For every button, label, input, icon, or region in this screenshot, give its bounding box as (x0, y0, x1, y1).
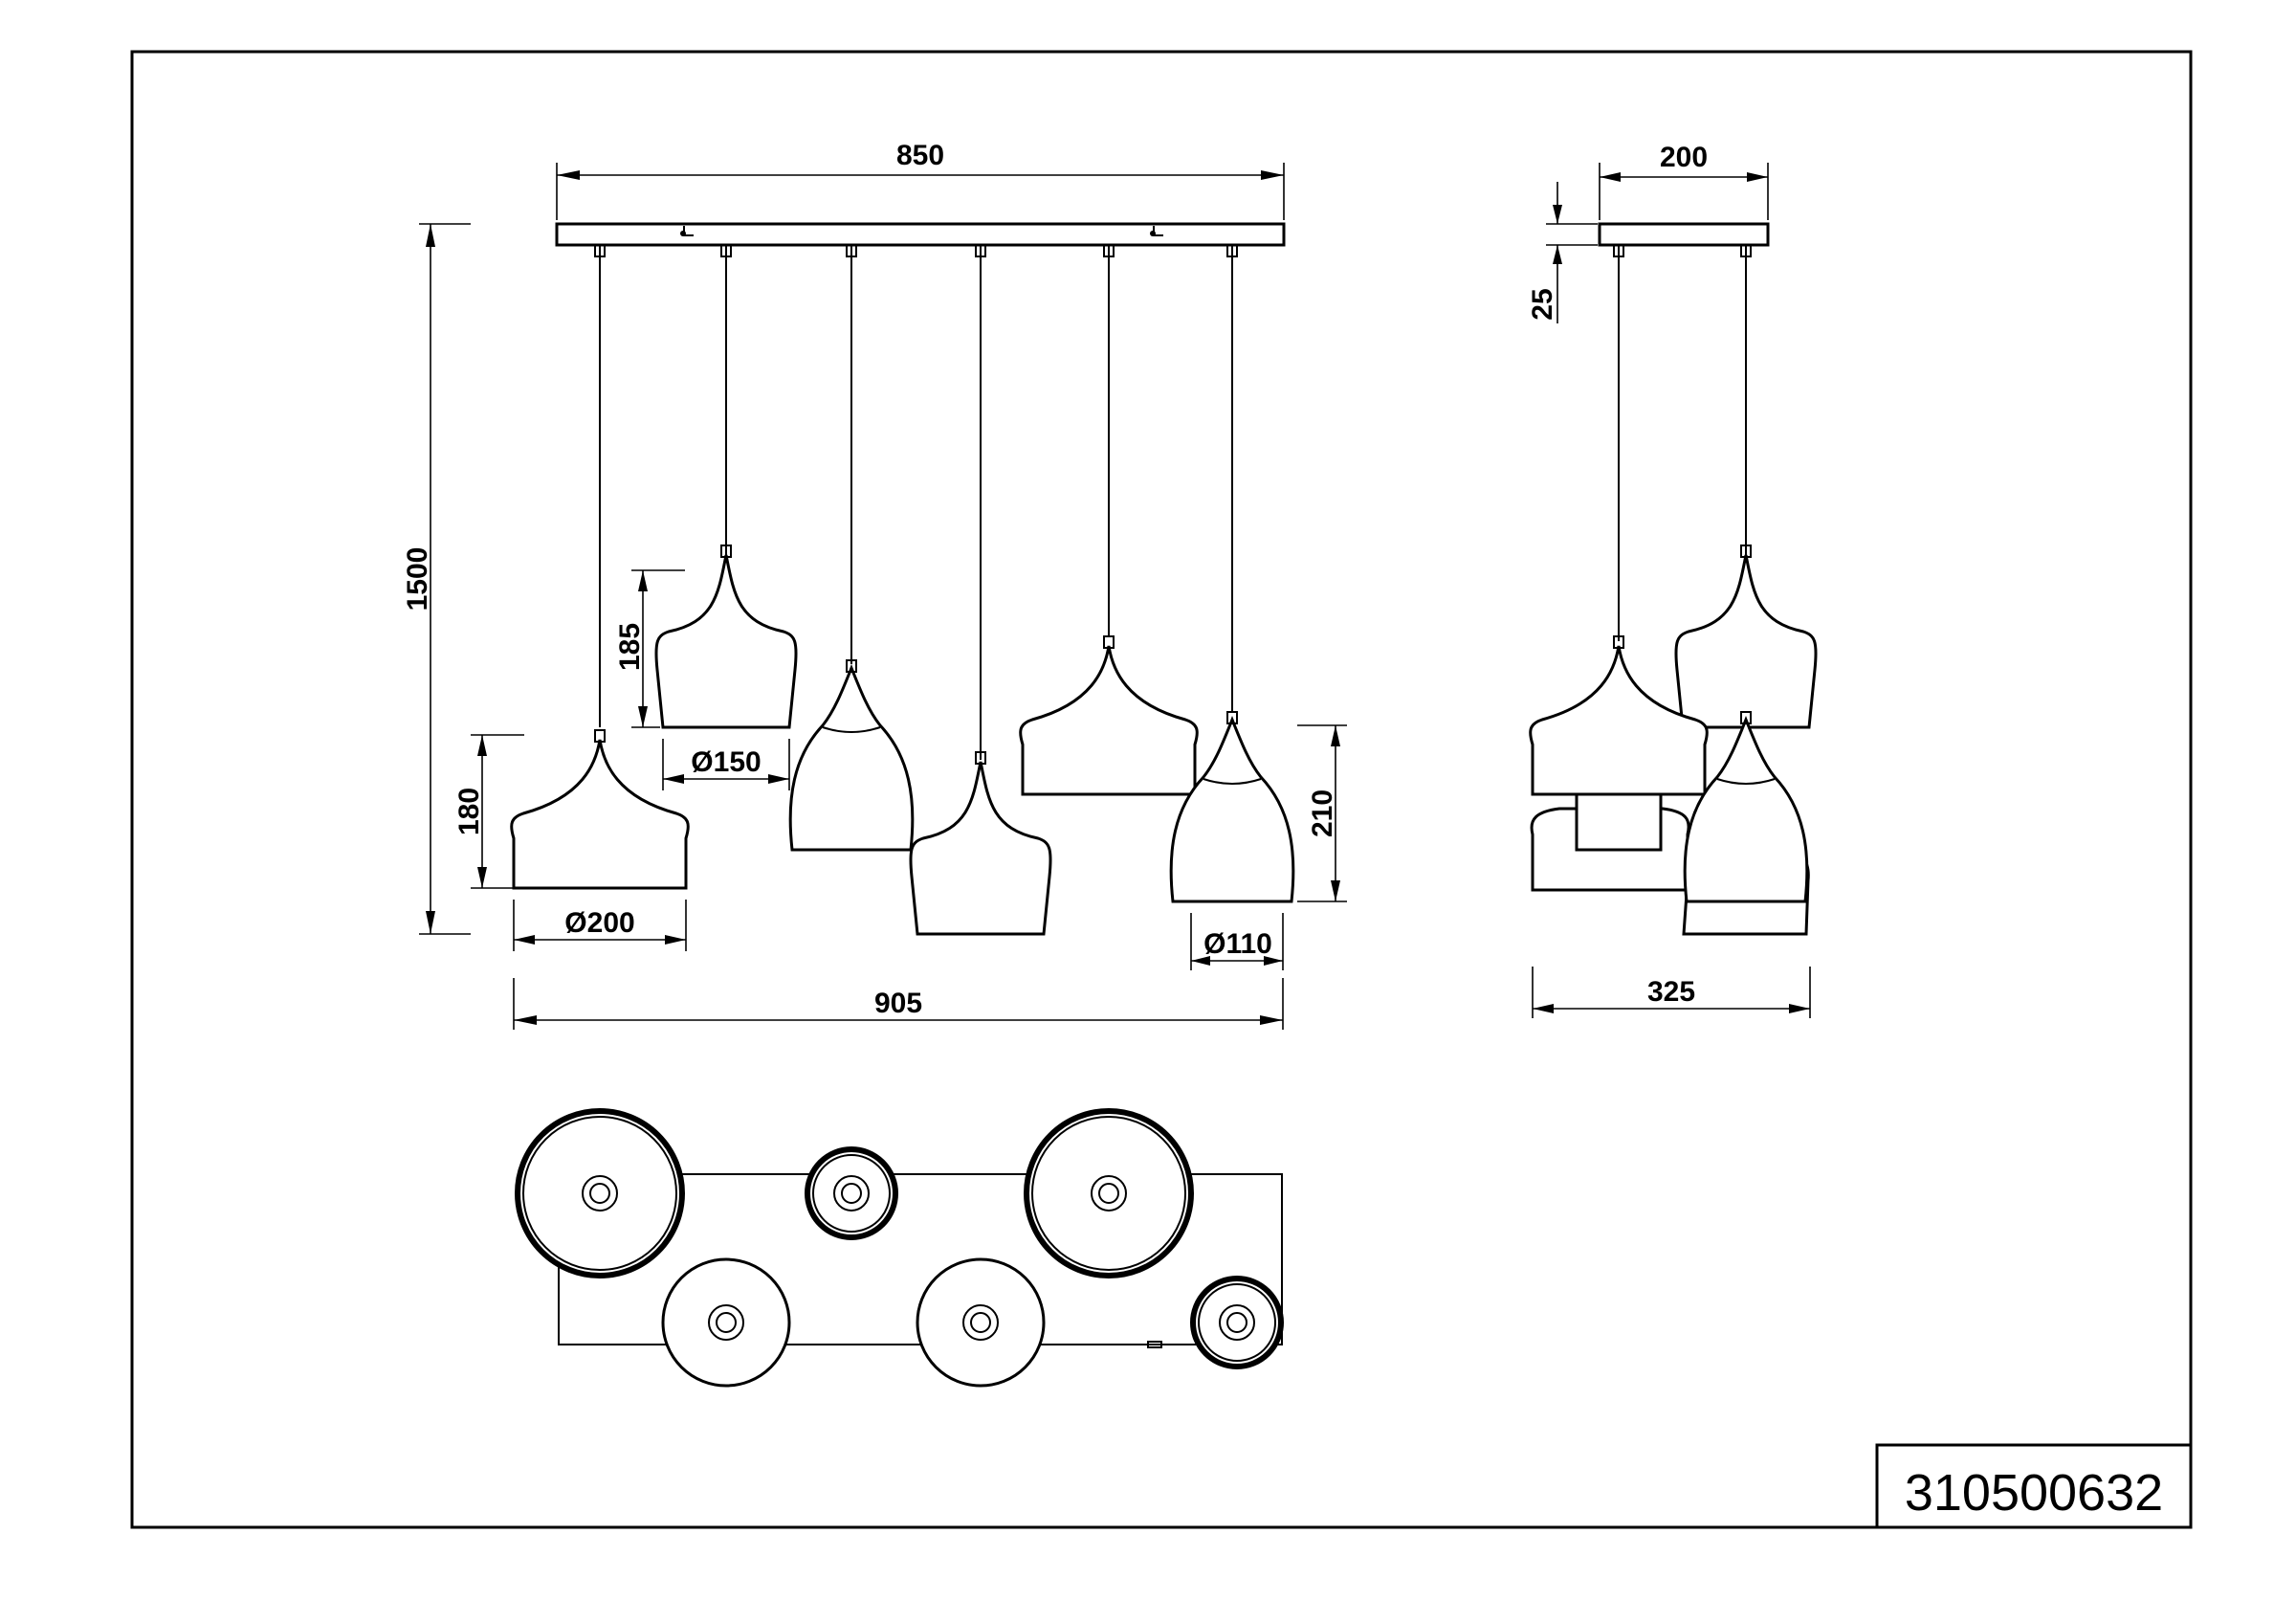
top-shade-medium-2 (916, 1257, 1046, 1388)
top-view (515, 1108, 1284, 1388)
dim-medium-shade-diameter: Ø150 (662, 739, 790, 790)
top-shade-large-1 (515, 1108, 685, 1278)
dim-325-label: 325 (1647, 976, 1695, 1008)
drawing-border (130, 50, 2193, 1529)
canopy-bar (555, 222, 1286, 247)
dim-small-shade-height: 210 (1297, 724, 1347, 902)
shade-small-1 (788, 658, 915, 852)
suspension-cables (594, 244, 1238, 760)
dim-905-label: 905 (874, 988, 922, 1019)
dim-185-label: 185 (614, 623, 646, 671)
side-canopy (1598, 222, 1770, 247)
top-shade-medium-1 (661, 1257, 791, 1388)
dim-overall-width: 905 (513, 978, 1284, 1030)
dim-1500-label: 1500 (402, 547, 433, 611)
side-shade-medium (1674, 544, 1818, 729)
side-shade-inner (1575, 792, 1663, 852)
dim-110-diameter-label: Ø110 (1203, 928, 1272, 960)
dim-25-label: 25 (1527, 288, 1558, 320)
side-view: 200 25 325 (1527, 142, 1818, 1018)
dim-canopy-length: 850 (556, 140, 1285, 220)
dim-overall-height: 1500 (402, 223, 471, 935)
top-shade-small-2 (1190, 1276, 1284, 1369)
dim-150-diameter-label: Ø150 (691, 746, 761, 778)
dim-small-shade-diameter: Ø110 (1190, 913, 1284, 970)
title-block: 310500632 (1875, 1443, 2193, 1529)
part-number: 310500632 (1905, 1464, 2163, 1522)
top-shade-small-1 (805, 1146, 898, 1240)
dim-180-label: 180 (453, 788, 485, 835)
front-view: 850 1500 180 Ø200 (402, 140, 1347, 1030)
dim-200-label: 200 (1660, 142, 1708, 173)
dim-210-label: 210 (1307, 789, 1338, 837)
dim-large-shade-height: 180 (453, 734, 524, 889)
dim-canopy-depth: 200 (1599, 142, 1769, 220)
dim-large-shade-diameter: Ø200 (513, 900, 687, 951)
shade-medium-1 (654, 544, 798, 729)
dim-medium-shade-height: 185 (614, 569, 685, 728)
shade-large-1 (510, 728, 690, 890)
dim-200-diameter-label: Ø200 (564, 907, 634, 939)
dim-canopy-height: 25 (1527, 182, 1598, 323)
dim-overall-depth: 325 (1532, 967, 1811, 1018)
dim-850-label: 850 (896, 140, 944, 171)
top-canopy-screw (1147, 1341, 1162, 1348)
shade-large-2 (1019, 634, 1199, 796)
top-shade-large-2 (1024, 1108, 1194, 1278)
